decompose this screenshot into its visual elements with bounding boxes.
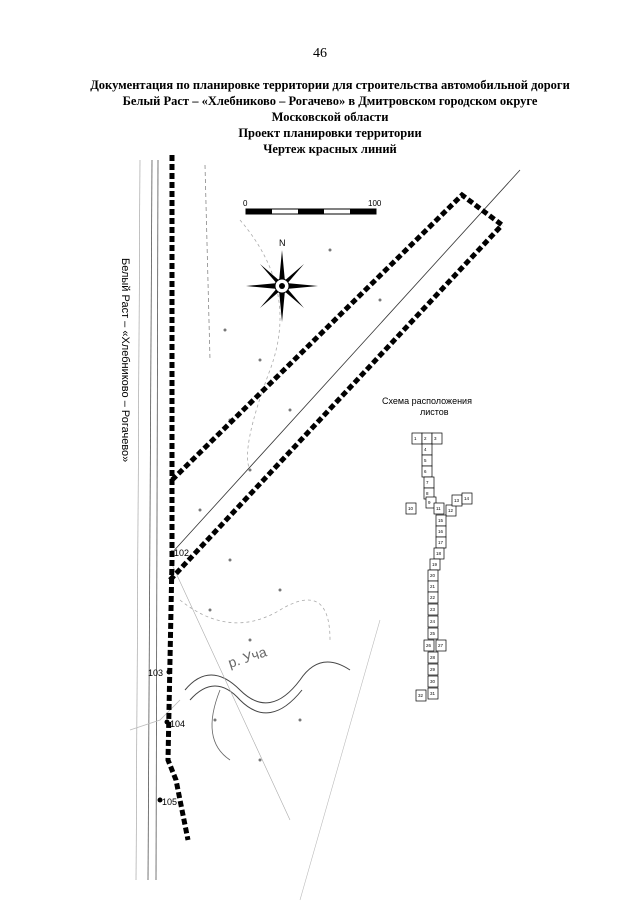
survey-line [129,699,181,731]
road-edge-outer [135,159,141,881]
ground-line [169,559,291,821]
sheet-number: 18 [436,551,442,556]
sheet-number: 23 [430,607,436,612]
sheet-cell [427,603,439,616]
title-line-1: Документация по планировке территории дл… [90,78,570,92]
scheme-title-line1: Схема расположения [382,396,472,406]
sheet-cell [427,663,439,676]
point-103-label: 103 [148,668,163,678]
contour-line [239,219,281,471]
boundary-points: 102 103 104 105 [148,548,189,807]
scale-start-label: 0 [243,199,248,208]
sheet-number: 12 [448,508,454,513]
sheet-number: 2 [424,436,427,441]
sheet-cell [427,687,439,700]
sheet-cell [427,651,439,664]
sheet-number: 27 [438,643,444,648]
sheet-number: 6 [424,469,427,474]
sheet-cell [445,504,457,517]
river [184,661,351,704]
road-edge-right [155,159,159,881]
river-label: р. Уча [226,643,269,671]
red-line-branch-lower [168,223,504,582]
red-line-main-road [165,155,191,841]
point-102-label: 102 [174,548,189,558]
sheet-cell [425,496,437,509]
sheet-number: 11 [436,506,441,511]
sheet-cell [427,591,439,604]
sheet-cell [427,627,439,640]
title-line-4: Проект планировки территории [238,126,422,140]
point-102-marker [169,550,175,556]
sheet-number: 13 [454,498,460,503]
title-line-3: Московской области [271,110,389,124]
document-title: Документация по планировке территории дл… [40,77,620,157]
sheet-number: 15 [438,518,444,523]
red-line-boundaries [165,155,504,841]
sheet-number: 32 [418,693,424,698]
page-number: 46 [313,46,327,61]
sheet-cell [427,675,439,688]
sheet-number: 4 [424,447,427,452]
contour-line-2 [179,599,331,641]
sheet-number: 19 [432,562,438,567]
sheet-number: 7 [426,480,429,485]
point-104-marker [164,719,170,725]
point-103-marker [166,669,172,675]
sheet-cell [431,432,443,445]
terrain-line [204,164,211,361]
sheet-number: 29 [430,667,436,672]
north-label: N [279,238,286,248]
sheet-number: 31 [430,691,436,696]
sheet-cell [433,502,445,515]
scale-end-label: 100 [368,199,382,208]
title-line-2: Белый Раст – «Хлебниково – Рогачево» в Д… [122,94,538,108]
sheet-cell [405,502,417,515]
sheet-number: 30 [430,679,436,684]
point-105-marker [157,797,163,803]
sheet-number: 5 [424,458,427,463]
sheet-number: 9 [428,500,431,505]
sheet-number: 24 [430,619,436,624]
stream [211,689,231,761]
sheet-number: 26 [426,643,432,648]
compass-rose-icon: N [246,238,318,322]
sheet-number: 22 [430,595,436,600]
sheet-number: 14 [464,496,470,501]
sheet-number: 21 [430,584,436,589]
river-2 [189,685,303,714]
point-104-label: 104 [170,719,185,729]
sheet-number: 16 [438,529,444,534]
survey-points [198,248,382,762]
sheet-number: 1 [414,436,417,441]
point-105-label: 105 [162,797,177,807]
sheet-number: 25 [430,631,436,636]
road-edge-left [147,159,153,881]
diagonal-boundary [169,169,521,556]
scheme-title-line2: листов [420,407,449,417]
base-map [129,159,521,901]
sheet-number: 17 [438,540,444,545]
sheet-number: 10 [408,506,414,511]
road-label: Белый Раст – «Хлебниково – Рогачево» [119,258,131,462]
sheet-cell [415,689,427,702]
title-line-5: Чертеж красных линий [263,142,397,156]
red-line-branch-upper [170,191,504,482]
sheet-cell [435,639,447,652]
sheet-cell [461,492,473,505]
sheet-number: 20 [430,573,436,578]
sheet-number: 3 [434,436,437,441]
sheet-number: 8 [426,491,429,496]
scale-bar: 0 100 [243,199,382,215]
field-edge [299,619,381,901]
sheet-number: 28 [430,655,436,660]
sheet-cell [423,639,435,652]
sheet-cell [427,615,439,628]
